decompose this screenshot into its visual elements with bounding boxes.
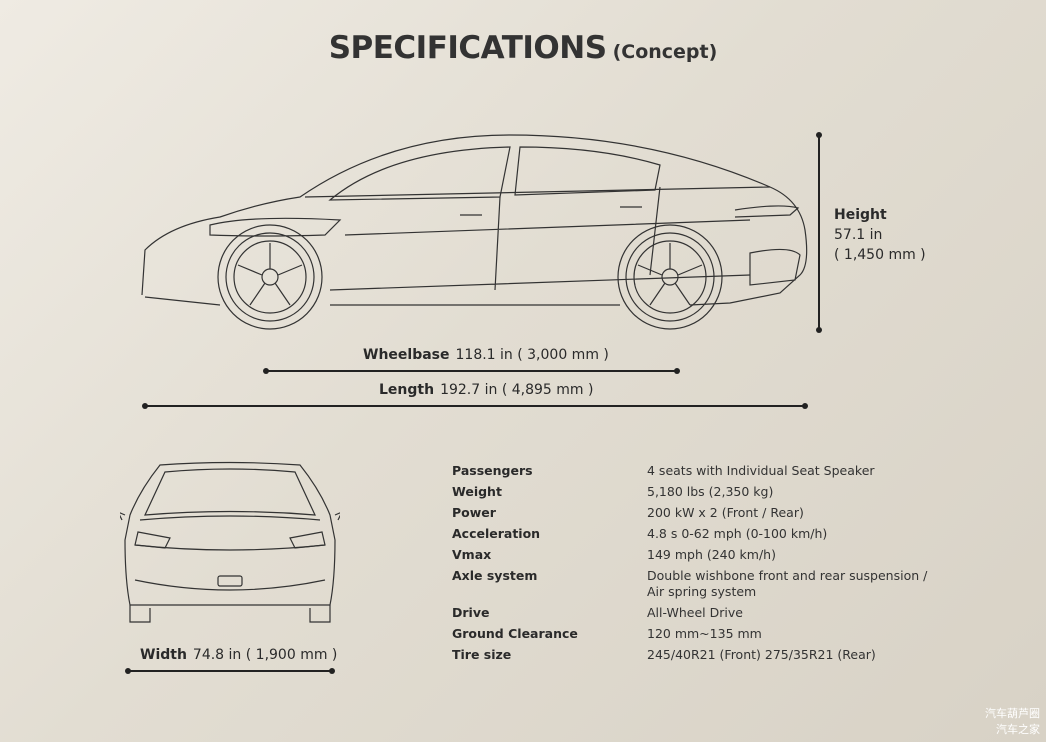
spec-row: Tire size 245/40R21 (Front) 275/35R21 (Re… [452,647,937,663]
spec-row: Passengers 4 seats with Individual Seat S… [452,463,937,479]
spec-value: 120 mm~135 mm [647,626,762,641]
spec-row: Ground Clearance 120 mm~135 mm [452,626,937,642]
spec-label: Ground Clearance [452,626,578,641]
width-dimension-line [125,668,335,674]
spec-row: Power 200 kW x 2 (Front / Rear) [452,505,937,521]
spec-label: Tire size [452,647,512,662]
height-label: Height [834,207,887,223]
spec-label: Power [452,505,496,520]
spec-value: All-Wheel Drive [647,605,743,620]
title-sub: (Concept) [612,41,718,63]
watermark-line1: 汽车葫芦圈 [985,707,1040,720]
height-imperial: 57.1 in [834,227,883,243]
spec-label: Passengers [452,463,533,478]
length-label: Length [379,382,435,398]
front-wheel [217,224,323,330]
spec-value: 149 mph (240 km/h) [647,547,776,562]
wheelbase-dimension-line [263,368,680,374]
spec-label: Axle system [452,568,538,583]
height-dimension-line [816,132,822,333]
spec-value: 4.8 s 0-62 mph (0-100 km/h) [647,526,828,541]
spec-value: Double wishbone front and rear suspensio… [647,568,928,599]
car-side-view [141,134,808,330]
wheelbase-value: 118.1 in ( 3,000 mm ) [455,347,609,363]
spec-value: 4 seats with Individual Seat Speaker [647,463,875,478]
length-dimension-line [142,403,808,409]
spec-row: Acceleration 4.8 s 0-62 mph (0-100 km/h) [452,526,937,542]
wheelbase-label: Wheelbase [363,347,450,363]
spec-label: Vmax [452,547,492,562]
length-value: 192.7 in ( 4,895 mm ) [440,382,594,398]
page-title: SPECIFICATIONS(Concept) [0,30,1046,66]
spec-row: Vmax 149 mph (240 km/h) [452,547,937,563]
spec-value: 5,180 lbs (2,350 kg) [647,484,774,499]
spec-label: Acceleration [452,526,541,541]
watermark-line2: 汽车之家 [996,723,1040,736]
width-label: Width [140,647,187,663]
length-dimension: Length 192.7 in ( 4,895 mm ) [379,382,593,398]
spec-table: Passengers 4 seats with Individual Seat S… [452,463,937,668]
spec-label: Drive [452,605,490,620]
car-front-view [120,461,340,623]
height-metric: ( 1,450 mm ) [834,247,926,263]
spec-row: Axle system Double wishbone front and rea… [452,568,937,600]
height-dimension: Height 57.1 in ( 1,450 mm ) [834,205,926,265]
spec-value: 245/40R21 (Front) 275/35R21 (Rear) [647,647,876,662]
title-main: SPECIFICATIONS [328,30,607,66]
spec-row: Weight 5,180 lbs (2,350 kg) [452,484,937,500]
wheelbase-dimension: Wheelbase 118.1 in ( 3,000 mm ) [363,347,609,363]
width-dimension: Width 74.8 in ( 1,900 mm ) [140,647,337,663]
spec-label: Weight [452,484,502,499]
spec-value: 200 kW x 2 (Front / Rear) [647,505,804,520]
rear-wheel [617,224,723,330]
width-value: 74.8 in ( 1,900 mm ) [192,647,338,663]
spec-row: Drive All-Wheel Drive [452,605,937,621]
